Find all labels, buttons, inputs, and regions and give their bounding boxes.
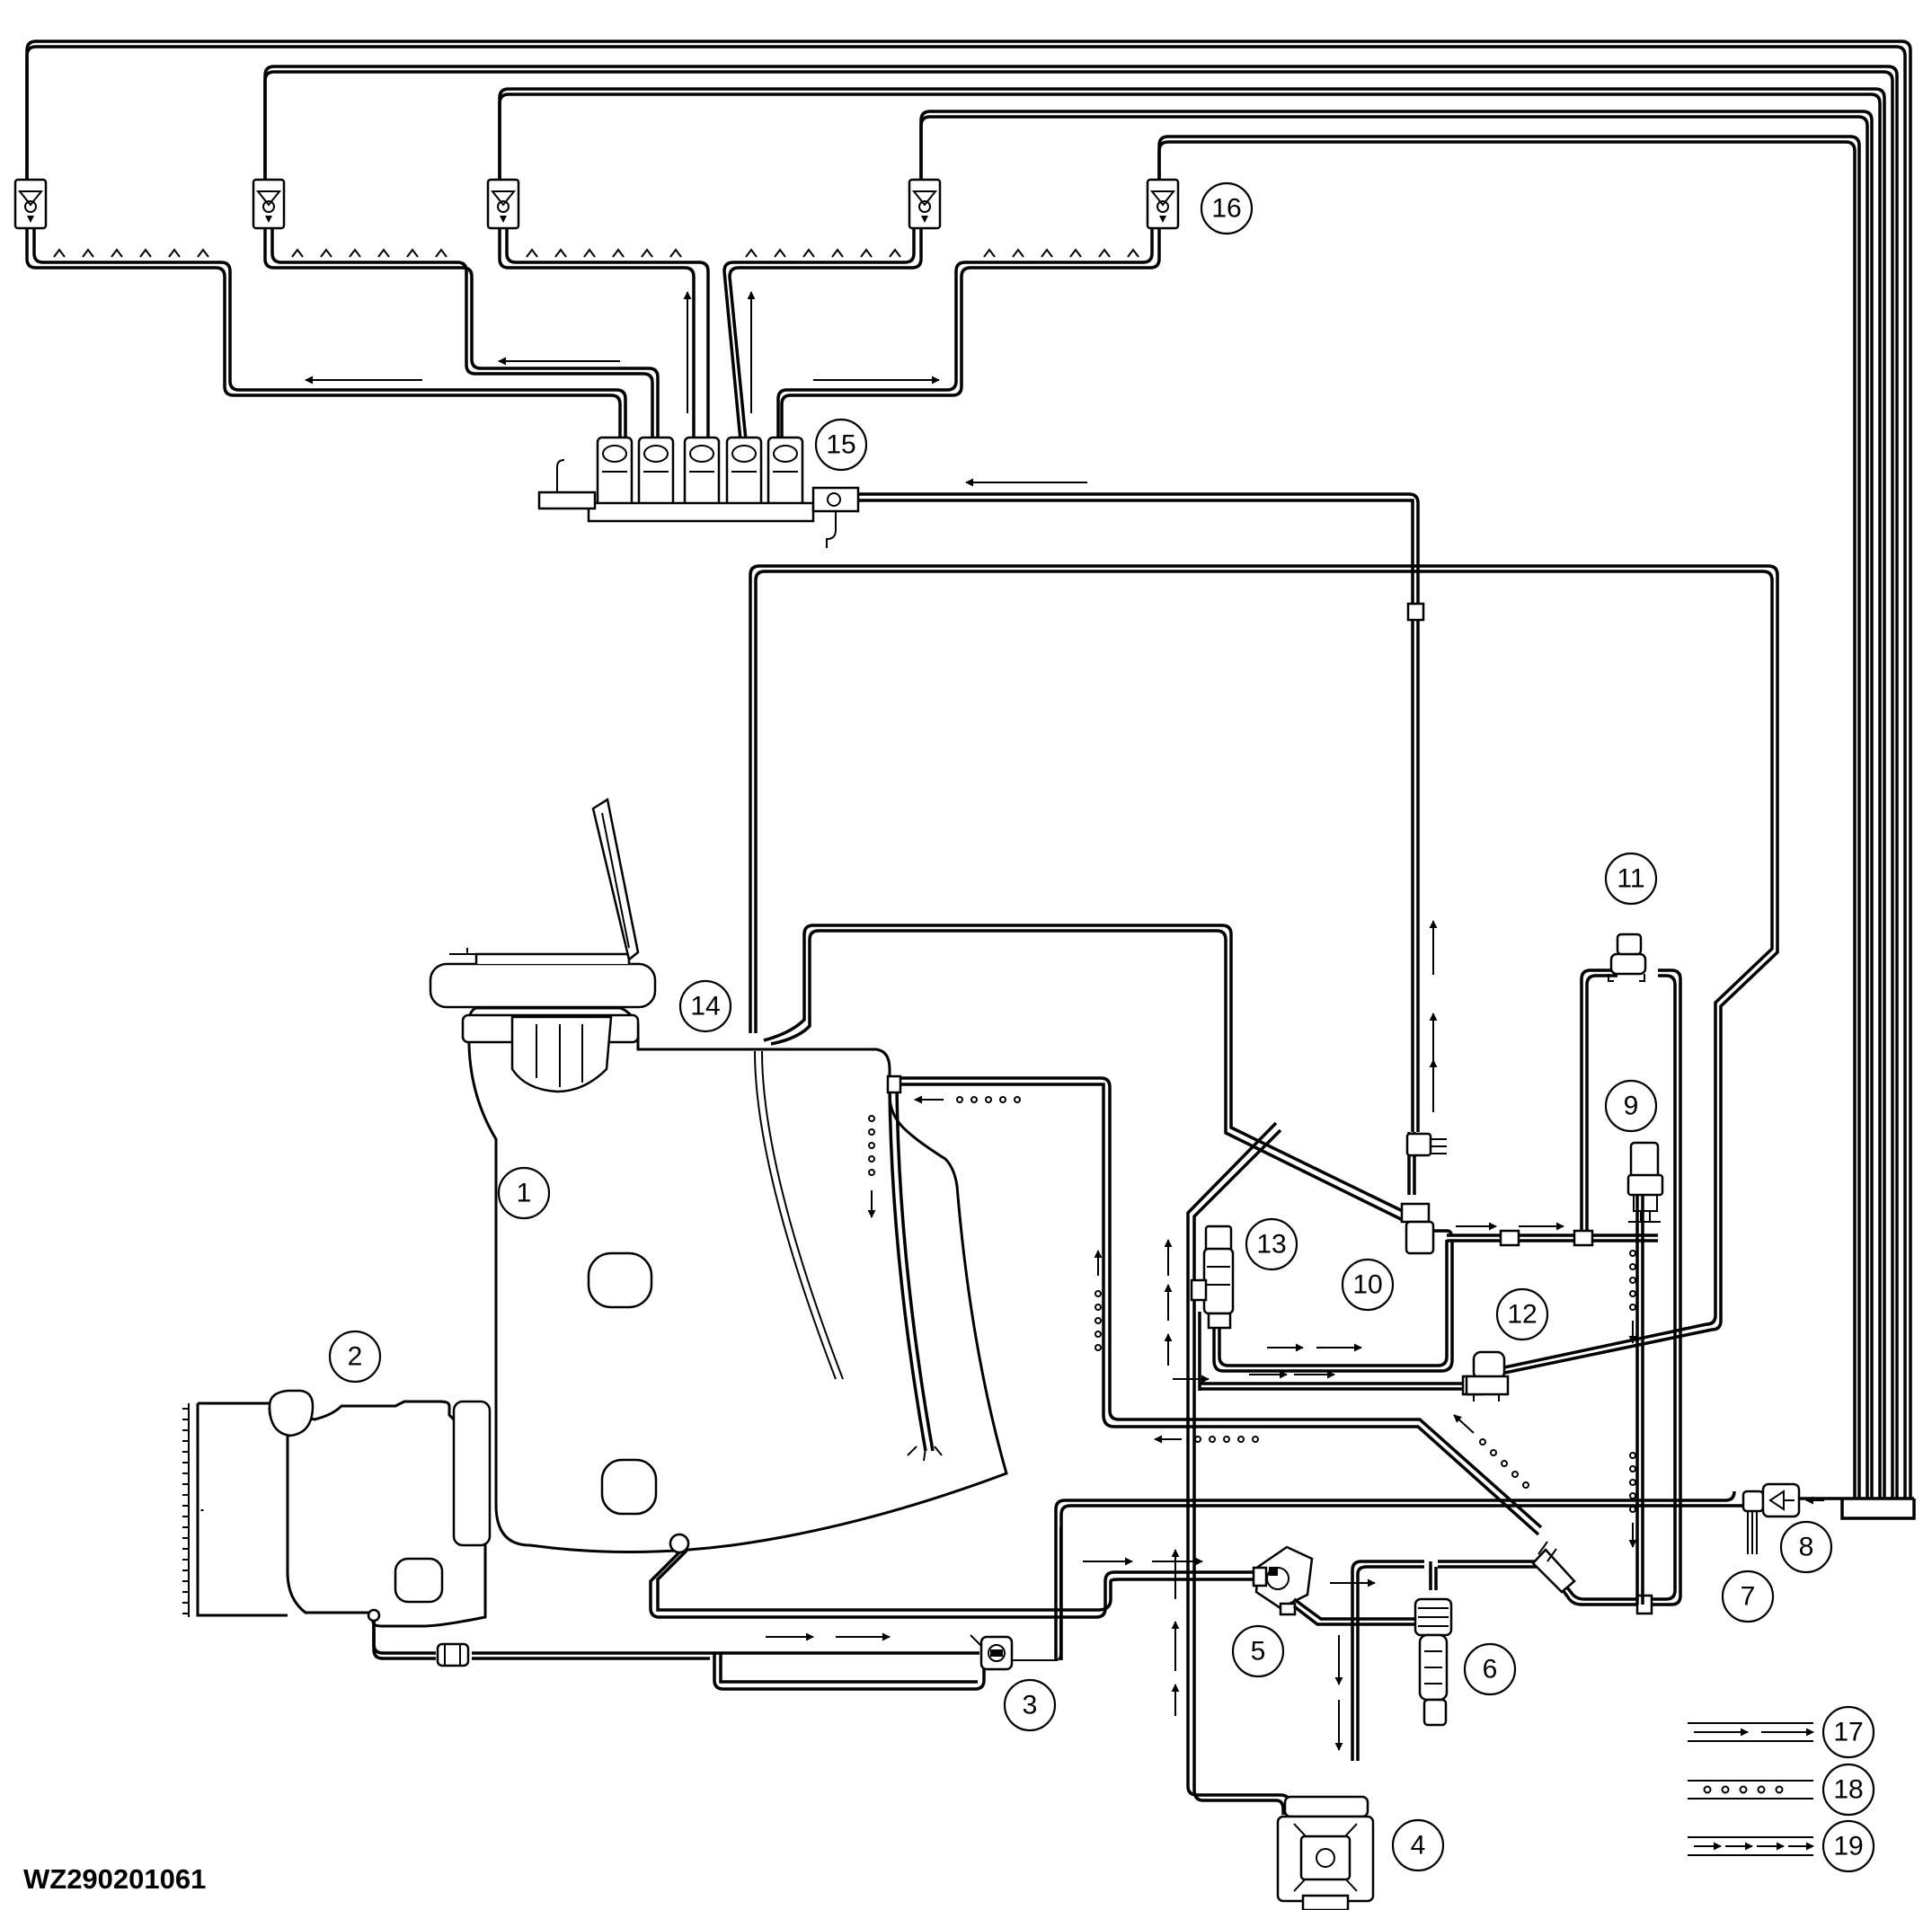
legend bbox=[1688, 1722, 1814, 1856]
svg-text:2: 2 bbox=[348, 1342, 363, 1372]
svg-text:14: 14 bbox=[690, 992, 720, 1021]
pressure-filter bbox=[1414, 1597, 1453, 1727]
right-side-manifold bbox=[1447, 933, 1824, 1615]
callout-10: 10 bbox=[1341, 1258, 1395, 1312]
pump-and-control-valve bbox=[1171, 1121, 1546, 1910]
callout-12: 12 bbox=[1495, 1287, 1549, 1341]
callout-11: 11 bbox=[1604, 852, 1658, 906]
svg-text:7: 7 bbox=[1741, 1582, 1756, 1612]
svg-text:1: 1 bbox=[517, 1179, 532, 1208]
callout-6: 6 bbox=[1463, 1642, 1517, 1696]
callout-2: 2 bbox=[328, 1330, 382, 1384]
callout-8: 8 bbox=[1779, 1520, 1833, 1574]
agitation-valves bbox=[763, 920, 1564, 1402]
callout-7: 7 bbox=[1721, 1570, 1775, 1623]
svg-text:13: 13 bbox=[1256, 1230, 1286, 1260]
callout-15: 15 bbox=[814, 418, 868, 472]
agitation-return-lines bbox=[867, 1074, 1543, 1536]
boom-sections bbox=[25, 220, 1161, 441]
svg-text:9: 9 bbox=[1624, 1092, 1639, 1121]
boom-flow-arrows bbox=[305, 291, 1087, 487]
rinse-tank bbox=[182, 1389, 492, 1628]
main-tank bbox=[429, 797, 1008, 1554]
callout-14: 14 bbox=[678, 979, 732, 1033]
callout-18: 18 bbox=[1821, 1763, 1875, 1817]
boom-end-valves bbox=[13, 178, 1180, 230]
svg-text:11: 11 bbox=[1617, 864, 1644, 894]
svg-text:15: 15 bbox=[826, 430, 855, 460]
svg-text:3: 3 bbox=[1023, 1691, 1038, 1720]
svg-text:18: 18 bbox=[1833, 1775, 1863, 1805]
svg-text:8: 8 bbox=[1799, 1533, 1814, 1562]
callout-4: 4 bbox=[1391, 1818, 1445, 1872]
callout-13: 13 bbox=[1245, 1217, 1298, 1271]
svg-text:19: 19 bbox=[1833, 1832, 1863, 1861]
svg-text:6: 6 bbox=[1483, 1655, 1498, 1685]
boom-return-lines bbox=[25, 40, 1916, 1520]
nozzles bbox=[53, 248, 1139, 258]
callout-3: 3 bbox=[1003, 1678, 1057, 1732]
svg-text:4: 4 bbox=[1411, 1831, 1426, 1861]
tank-return-line bbox=[749, 564, 1779, 1376]
svg-text:16: 16 bbox=[1211, 194, 1241, 224]
figure-id: WZ290201061 bbox=[23, 1863, 206, 1895]
section-valve-manifold bbox=[537, 436, 1425, 1132]
callout-17: 17 bbox=[1821, 1705, 1875, 1759]
callout-5: 5 bbox=[1231, 1624, 1285, 1678]
callout-9: 9 bbox=[1604, 1079, 1658, 1133]
callout-1: 1 bbox=[497, 1166, 551, 1220]
svg-text:5: 5 bbox=[1251, 1637, 1266, 1667]
callout-19: 19 bbox=[1821, 1819, 1875, 1873]
suction-lines bbox=[372, 1490, 1761, 1691]
callout-16: 16 bbox=[1200, 181, 1254, 235]
svg-text:12: 12 bbox=[1507, 1300, 1537, 1330]
svg-text:17: 17 bbox=[1833, 1718, 1863, 1747]
svg-text:10: 10 bbox=[1352, 1270, 1382, 1300]
